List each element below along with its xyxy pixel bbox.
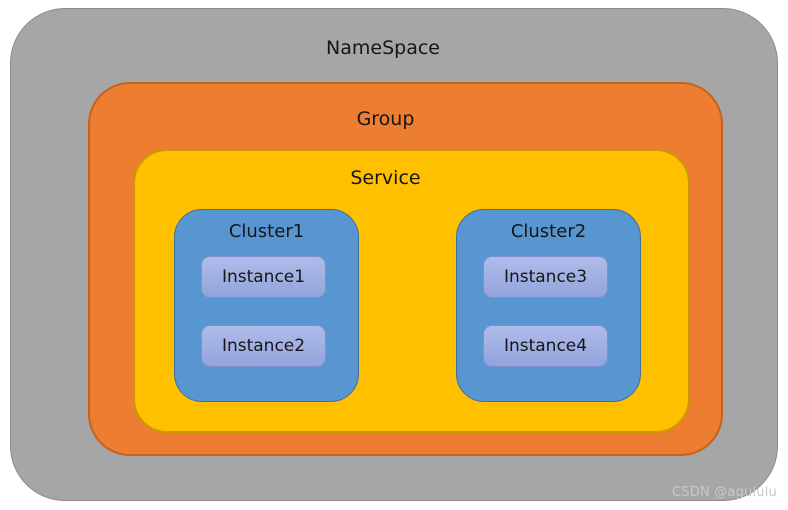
cluster1-box: Cluster1 Instance1 Instance2 bbox=[174, 209, 359, 402]
service-label: Service bbox=[350, 167, 421, 189]
instance4-box: Instance4 bbox=[483, 325, 608, 367]
namespace-box: NameSpace Group Service Cluster1 Instanc… bbox=[10, 8, 778, 501]
instance3-box: Instance3 bbox=[483, 256, 608, 298]
cluster2-label: Cluster2 bbox=[510, 221, 587, 242]
group-box: Group Service Cluster1 Instance1 Instanc… bbox=[88, 82, 723, 456]
service-box: Service Cluster1 Instance1 Instance2 Clu… bbox=[133, 149, 690, 433]
cluster1-label: Cluster1 bbox=[228, 221, 305, 242]
instance2-box: Instance2 bbox=[201, 325, 326, 367]
group-label: Group bbox=[356, 108, 415, 130]
cluster2-box: Cluster2 Instance3 Instance4 bbox=[456, 209, 641, 402]
namespace-label: NameSpace bbox=[326, 37, 440, 59]
csdn-watermark: CSDN @agululu bbox=[672, 485, 777, 500]
instance1-box: Instance1 bbox=[201, 256, 326, 298]
